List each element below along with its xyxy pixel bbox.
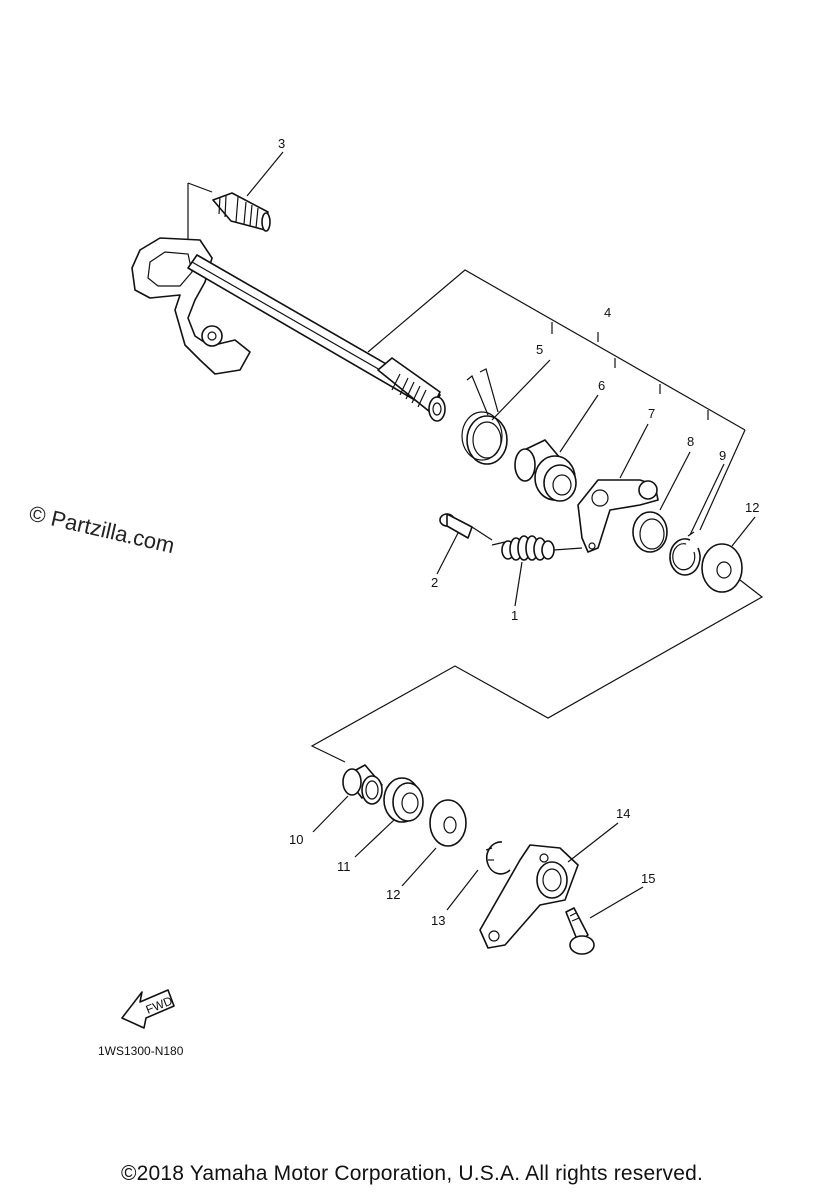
part-6-collar[interactable] xyxy=(514,439,577,502)
callout-15: 15 xyxy=(641,871,655,886)
callout-labels: 3 4 5 6 7 8 9 12 2 1 10 11 12 13 14 15 xyxy=(278,136,759,928)
callout-13: 13 xyxy=(431,913,445,928)
callout-7: 7 xyxy=(648,406,655,421)
part-12-washer-lower[interactable] xyxy=(429,799,467,847)
fwd-label: FWD xyxy=(144,993,175,1016)
callout-3: 3 xyxy=(278,136,285,151)
part-8-washer[interactable] xyxy=(632,511,668,553)
part-9-circlip[interactable] xyxy=(669,531,701,576)
part-1-spring[interactable] xyxy=(491,535,583,561)
part-10-bearing[interactable] xyxy=(342,764,383,805)
callout-9: 9 xyxy=(719,448,726,463)
callout-10: 10 xyxy=(289,832,303,847)
copyright-footer: ©2018 Yamaha Motor Corporation, U.S.A. A… xyxy=(120,1162,704,1185)
callout-2: 2 xyxy=(431,575,438,590)
callout-12-lower: 12 xyxy=(386,887,400,902)
part-12-washer-upper[interactable] xyxy=(701,543,743,593)
part-15-bolt[interactable] xyxy=(565,907,595,955)
part-13-e-clip[interactable] xyxy=(485,841,511,875)
callout-5: 5 xyxy=(536,342,543,357)
watermark: © Partzilla.com xyxy=(27,501,177,559)
leader-lines xyxy=(246,151,756,919)
shift-shaft[interactable] xyxy=(131,237,446,422)
callout-11: 11 xyxy=(337,859,351,874)
diagram-code: 1WS1300-N180 xyxy=(98,1044,184,1058)
callout-14: 14 xyxy=(616,806,630,821)
callout-1: 1 xyxy=(511,608,518,623)
part-14-shift-arm[interactable] xyxy=(479,844,579,949)
fwd-arrow-icon: FWD xyxy=(121,989,175,1029)
part-7-lever[interactable] xyxy=(577,479,659,553)
part-2-bolt[interactable] xyxy=(439,513,493,541)
assembly-bracket-lines xyxy=(187,182,764,763)
part-3-stud[interactable] xyxy=(212,192,271,232)
part-5-spring[interactable] xyxy=(461,368,508,465)
callout-8: 8 xyxy=(687,434,694,449)
callout-6: 6 xyxy=(598,378,605,393)
part-11-oil-seal[interactable] xyxy=(383,777,424,823)
callout-4: 4 xyxy=(604,305,611,320)
callout-12-upper: 12 xyxy=(745,500,759,515)
